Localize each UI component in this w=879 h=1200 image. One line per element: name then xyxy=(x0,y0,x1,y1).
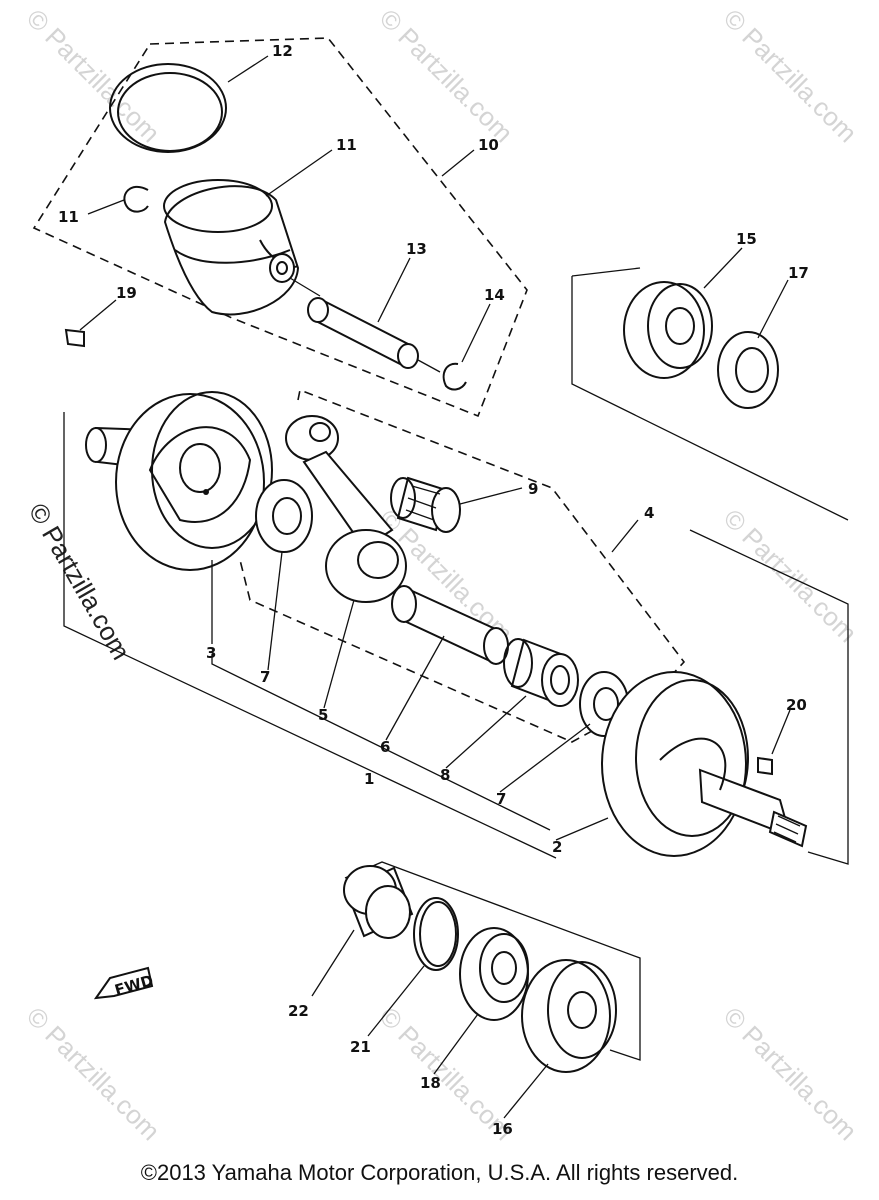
callout-20: 20 xyxy=(786,696,807,714)
callout-21: 21 xyxy=(350,1038,371,1056)
callout-11-left: 11 xyxy=(58,208,79,226)
callout-12: 12 xyxy=(272,42,293,60)
callout-7-left: 7 xyxy=(260,668,270,686)
callout-3: 3 xyxy=(206,644,216,662)
crank-wheel-left xyxy=(85,391,273,571)
watermark-3: © Partzilla.com xyxy=(718,3,863,148)
callout-14: 14 xyxy=(484,286,505,304)
callout-16: 16 xyxy=(492,1120,513,1138)
oil-seal-17 xyxy=(717,331,779,409)
collar-22 xyxy=(343,865,414,939)
watermark-2: © Partzilla.com xyxy=(374,3,519,148)
callout-4: 4 xyxy=(644,504,654,522)
crank-pin xyxy=(391,585,509,665)
callout-13: 13 xyxy=(406,240,427,258)
callout-5: 5 xyxy=(318,706,328,724)
callout-8: 8 xyxy=(440,766,450,784)
callout-15: 15 xyxy=(736,230,757,248)
needle-bearing-big-end xyxy=(503,638,579,707)
callout-6: 6 xyxy=(380,738,390,756)
thrust-washer-left xyxy=(255,479,313,553)
connecting-rod xyxy=(285,415,407,603)
circlip-right xyxy=(442,362,467,391)
piston-kit-outline xyxy=(32,37,528,418)
bearing-15 xyxy=(623,281,713,379)
callout-1: 1 xyxy=(364,770,374,788)
bearing-16 xyxy=(521,959,617,1073)
callout-9: 9 xyxy=(528,480,538,498)
copyright-notice: ©2013 Yamaha Motor Corporation, U.S.A. A… xyxy=(140,1160,739,1185)
bearing-18 xyxy=(459,927,529,1021)
needle-bearing-small-end xyxy=(390,476,461,533)
watermark-6: © Partzilla.com xyxy=(21,1001,166,1146)
circlip-21 xyxy=(413,897,459,971)
crank-assembly-frame-right xyxy=(689,529,849,865)
circlip-left xyxy=(123,185,149,213)
callout-11-top: 11 xyxy=(336,136,357,154)
watermark-side: © Partzilla.com xyxy=(23,498,137,665)
piston-pin xyxy=(307,297,419,369)
callout-7-right: 7 xyxy=(496,790,506,808)
crank-wheel-right xyxy=(601,671,808,857)
callout-10: 10 xyxy=(478,136,499,154)
woodruff-key-right xyxy=(757,756,773,776)
callout-2: 2 xyxy=(552,838,562,856)
bearing-group-frame-top xyxy=(571,276,849,521)
callout-numbers: 12 11 10 11 13 14 19 15 17 9 4 3 7 5 6 1… xyxy=(58,42,809,1138)
watermark-1: © Partzilla.com xyxy=(21,3,166,148)
callout-18: 18 xyxy=(420,1074,441,1092)
crank-assembly-frame xyxy=(63,412,557,859)
fwd-arrow: FWD xyxy=(93,966,155,999)
leader-lines xyxy=(79,55,791,1119)
woodruff-key-left xyxy=(64,328,85,348)
watermark-5: © Partzilla.com xyxy=(718,503,863,648)
piston xyxy=(163,179,300,316)
callout-17: 17 xyxy=(788,264,809,282)
callout-19: 19 xyxy=(116,284,137,302)
callout-22: 22 xyxy=(288,1002,309,1020)
watermark-8: © Partzilla.com xyxy=(718,1001,863,1146)
piston-ring xyxy=(109,63,227,153)
